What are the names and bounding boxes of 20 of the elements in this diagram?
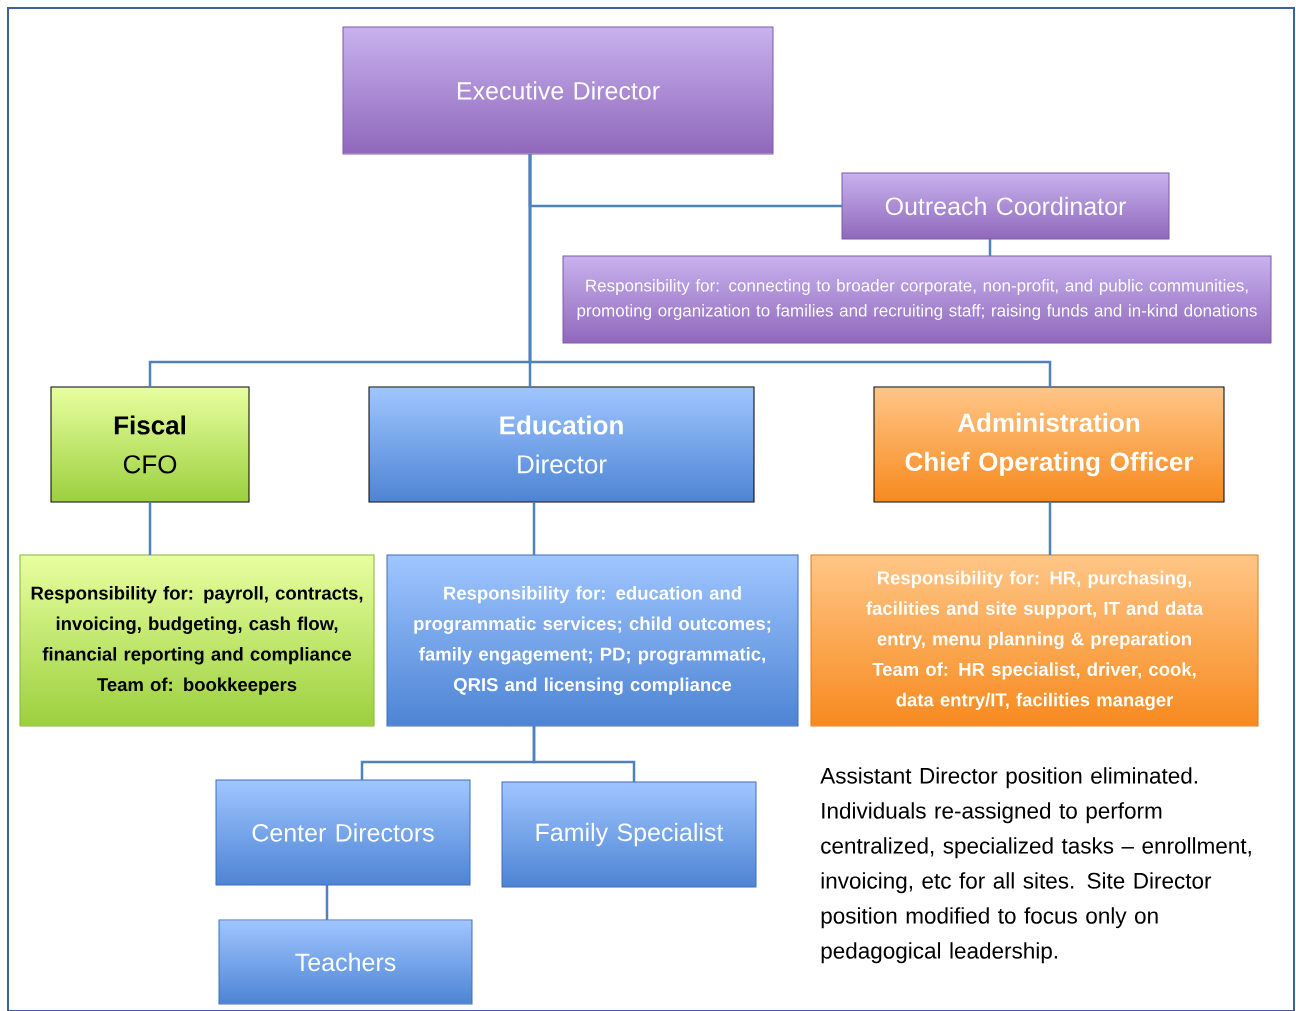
connector-line [532, 502, 536, 555]
connector-line [528, 154, 1052, 387]
responsibility-box: Responsibility for: connecting to broader corporate, non-profit, and public communities, promoting organization to families and recruiting staff; raising funds and in-kind donations [562, 255, 1272, 344]
responsibility-box: Responsibility for: payroll, contracts, invoicing, budgeting, cash flow, financial reporting and compliance Team of: bookkeepers [19, 554, 375, 727]
connector-line [148, 502, 152, 555]
responsibility-box: Responsibility for: education and programmatic services; child outcomes; family engagement; PD; programmatic, QRIS and licensing compliance [386, 554, 799, 727]
responsibility-box: Responsibility for: HR, purchasing, facilities and site support, IT and data entry, menu planning & preparation Team of: HR specialist, driver, cook, data entry/IT, facilities manager [810, 554, 1259, 727]
connector-line [1048, 502, 1052, 555]
title-box: Center Directors [215, 779, 471, 886]
title-box: Teachers [218, 919, 473, 1005]
note-text: Assistant Director position eliminated. Individuals re-assigned to perform centralized, specialized tasks – enrollment, invoicing, etc for all sites. Site Director position modified to focus only on pedagogical leadership. [820, 767, 1251, 964]
role-box: Administration Chief Operating Officer [873, 386, 1225, 503]
connector-line [988, 239, 992, 256]
title-box: Executive Director [342, 26, 774, 155]
connector-line [325, 885, 329, 920]
role-box: Education Director [368, 386, 755, 503]
role-box: Fiscal CFO [50, 386, 250, 503]
connector-line [532, 726, 636, 782]
title-box: Family Specialist [501, 781, 757, 888]
title-box: Outreach Coordinator [841, 172, 1170, 240]
